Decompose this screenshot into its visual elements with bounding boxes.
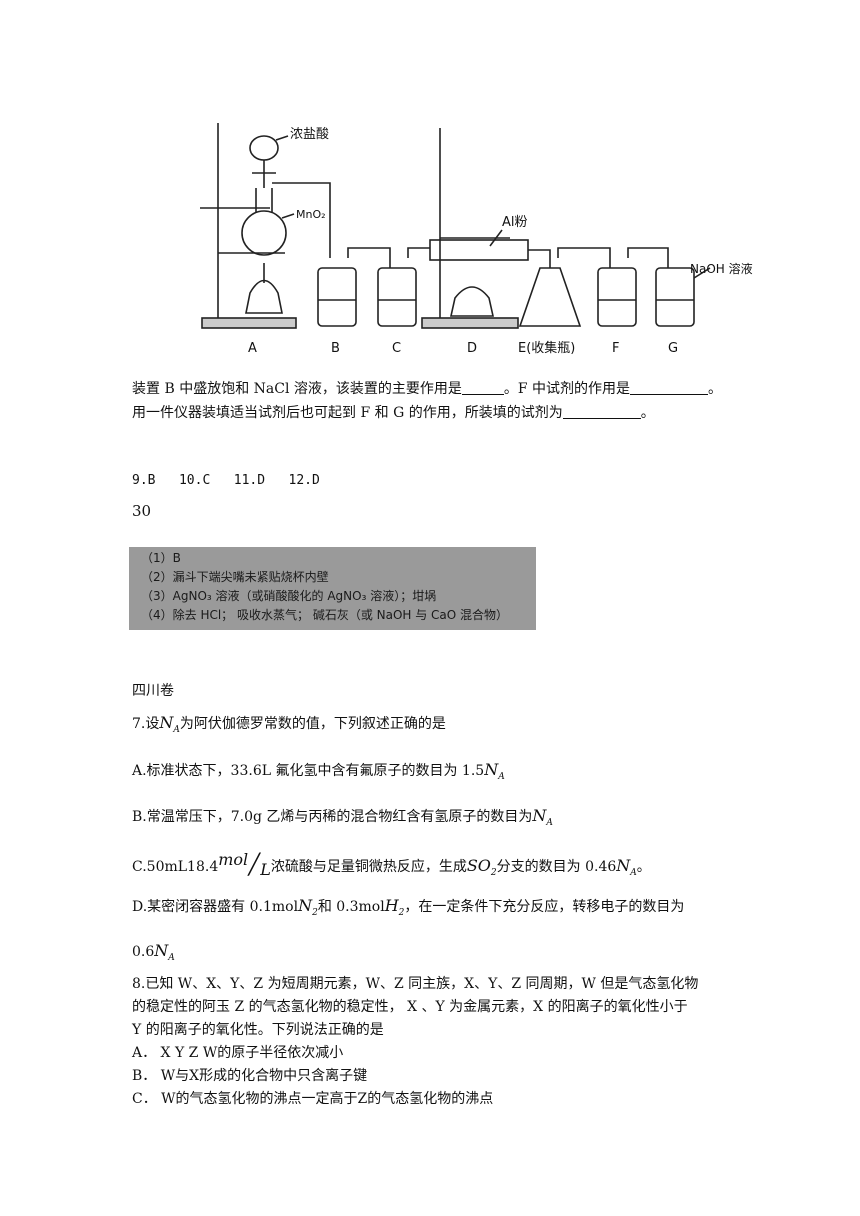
answer-30-line-4: （4）除去 HCl； 吸收水蒸气； 碱石灰（或 NaOH 与 CaO 混合物） bbox=[141, 608, 509, 622]
answer-30-line-3: （3）AgNO₃ 溶液（或硝酸酸化的 AgNO₃ 溶液）；坩埚 bbox=[141, 589, 437, 603]
answer-30-line-2: （2）漏斗下端尖嘴未紧贴烧杯内壁 bbox=[141, 570, 329, 584]
q8-option-b: B． W与X形成的化合物中只含离子键 bbox=[132, 1068, 368, 1084]
question-line-1: 装置 B 中盛放饱和 NaCl 溶液，该装置的主要作用是。F 中试剂的作用是。 bbox=[132, 380, 723, 397]
label-B: B bbox=[331, 341, 340, 356]
answer-30-image: （1）B （2）漏斗下端尖嘴未紧贴烧杯内壁 （3）AgNO₃ 溶液（或硝酸酸化的… bbox=[129, 547, 536, 630]
question-30-label: 30 bbox=[132, 502, 152, 520]
q7-option-b: B.常温常压下，7.0g 乙烯与丙稀的混合物红含有氢原子的数目为NA bbox=[132, 806, 553, 828]
answer-30-line-1: （1）B bbox=[141, 551, 181, 565]
label-D: D bbox=[467, 341, 477, 356]
q8-line-1: 8.已知 W、X、Y、Z 为短周期元素，W、Z 同主族，X、Y、Z 同周期，W … bbox=[132, 976, 699, 992]
answer-blank-f[interactable] bbox=[630, 380, 709, 395]
q7-option-c: C.50mL18.4mol╱L浓硫酸与足量铜微热反应，生成SO2分支的数目为 0… bbox=[132, 850, 651, 879]
q7-option-d-cont: 0.6NA bbox=[132, 941, 175, 963]
q8-line-2: 的稳定性的阿玉 Z 的气态氢化物的稳定性， X 、Y 为金属元素，X 的阳离子的… bbox=[132, 999, 688, 1015]
q8-option-c: C． W的气态氢化物的沸点一定高于Z的气态氢化物的沸点 bbox=[132, 1091, 494, 1107]
q8-line-3: Y 的阳离子的氧化性。下列说法正确的是 bbox=[132, 1022, 384, 1038]
label-C: C bbox=[392, 341, 401, 356]
q8-option-a: A． X Y Z W的原子半径依次减小 bbox=[132, 1045, 344, 1061]
label-G: G bbox=[668, 341, 678, 356]
q7-option-a: A.标准状态下，33.6L 氟化氢中含有氟原子的数目为 1.5NA bbox=[132, 760, 505, 782]
label-naoh: NaOH 溶液 bbox=[690, 261, 753, 276]
choice-answers: 9.B 10.C 11.D 12.D bbox=[132, 473, 320, 488]
question-line-2: 用一件仪器装填适当试剂后也可起到 F 和 G 的作用，所装填的试剂为。 bbox=[132, 404, 655, 421]
q7-option-d: D.某密闭容器盛有 0.1molN2和 0.3molH2，在一定条件下充分反应，… bbox=[132, 896, 685, 918]
section-title: 四川卷 bbox=[132, 683, 174, 699]
label-mno2: MnO₂ bbox=[296, 208, 326, 221]
q7-stem: 7.设NA为阿伏伽德罗常数的值，下列叙述正确的是 bbox=[132, 713, 446, 735]
label-al-powder: Al粉 bbox=[502, 215, 528, 230]
label-E: E(收集瓶) bbox=[518, 340, 575, 356]
answer-blank-reagent[interactable] bbox=[562, 404, 641, 419]
label-conc-hcl: 浓盐酸 bbox=[290, 127, 329, 142]
answer-blank-b[interactable] bbox=[461, 380, 504, 395]
label-A: A bbox=[248, 341, 257, 356]
apparatus-diagram: 浓盐酸 MnO₂ Al粉 NaOH 溶液 A B C D E(收集瓶) F G bbox=[190, 118, 770, 363]
label-F: F bbox=[612, 341, 619, 356]
